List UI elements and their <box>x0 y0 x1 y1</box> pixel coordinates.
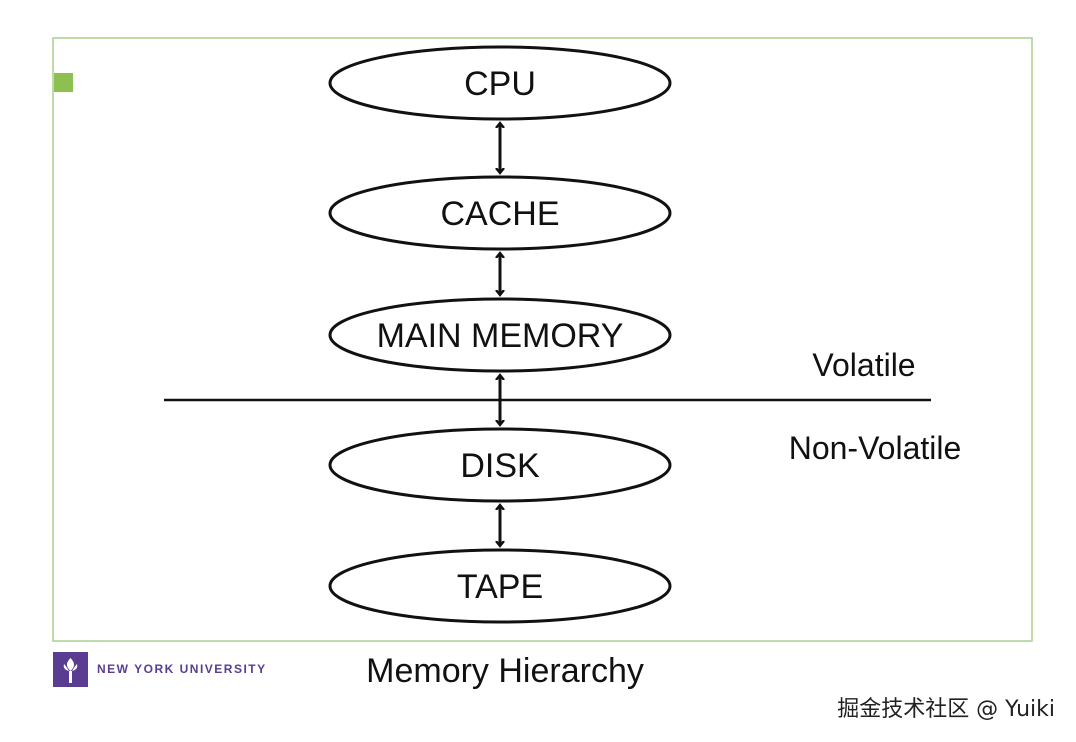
node-main-memory-shape <box>328 297 672 373</box>
node-main-memory-label: MAIN MEMORY <box>377 317 624 355</box>
non-volatile-label: Non-Volatile <box>789 430 962 466</box>
node-cache: CACHE <box>328 175 672 251</box>
node-disk-label: DISK <box>460 447 540 485</box>
node-disk-shape <box>328 427 672 503</box>
node-tape-shape <box>328 548 672 624</box>
torch-glyph <box>63 658 78 683</box>
node-disk: DISK <box>328 427 672 503</box>
node-cpu-shape <box>328 45 672 121</box>
node-main-memory: MAIN MEMORY <box>328 297 672 373</box>
nyu-wordmark: NEW YORK UNIVERSITY <box>97 662 267 676</box>
node-tape: TAPE <box>328 548 672 624</box>
slide-caption: Memory Hierarchy <box>366 652 644 690</box>
slide-bullet <box>54 73 73 92</box>
nyu-logo: NEW YORK UNIVERSITY <box>53 652 267 687</box>
node-tape-label: TAPE <box>457 568 543 606</box>
volatile-label: Volatile <box>812 347 915 383</box>
watermark-text: 掘金技术社区 @ Yuiki <box>837 697 1055 722</box>
node-cache-shape <box>328 175 672 251</box>
node-cpu-label: CPU <box>464 65 536 103</box>
node-cache-label: CACHE <box>440 195 559 233</box>
node-group: CPU CACHE MAIN MEMORY DISK TAPE <box>328 45 672 624</box>
node-cpu: CPU <box>328 45 672 121</box>
slide-frame <box>52 37 1033 642</box>
